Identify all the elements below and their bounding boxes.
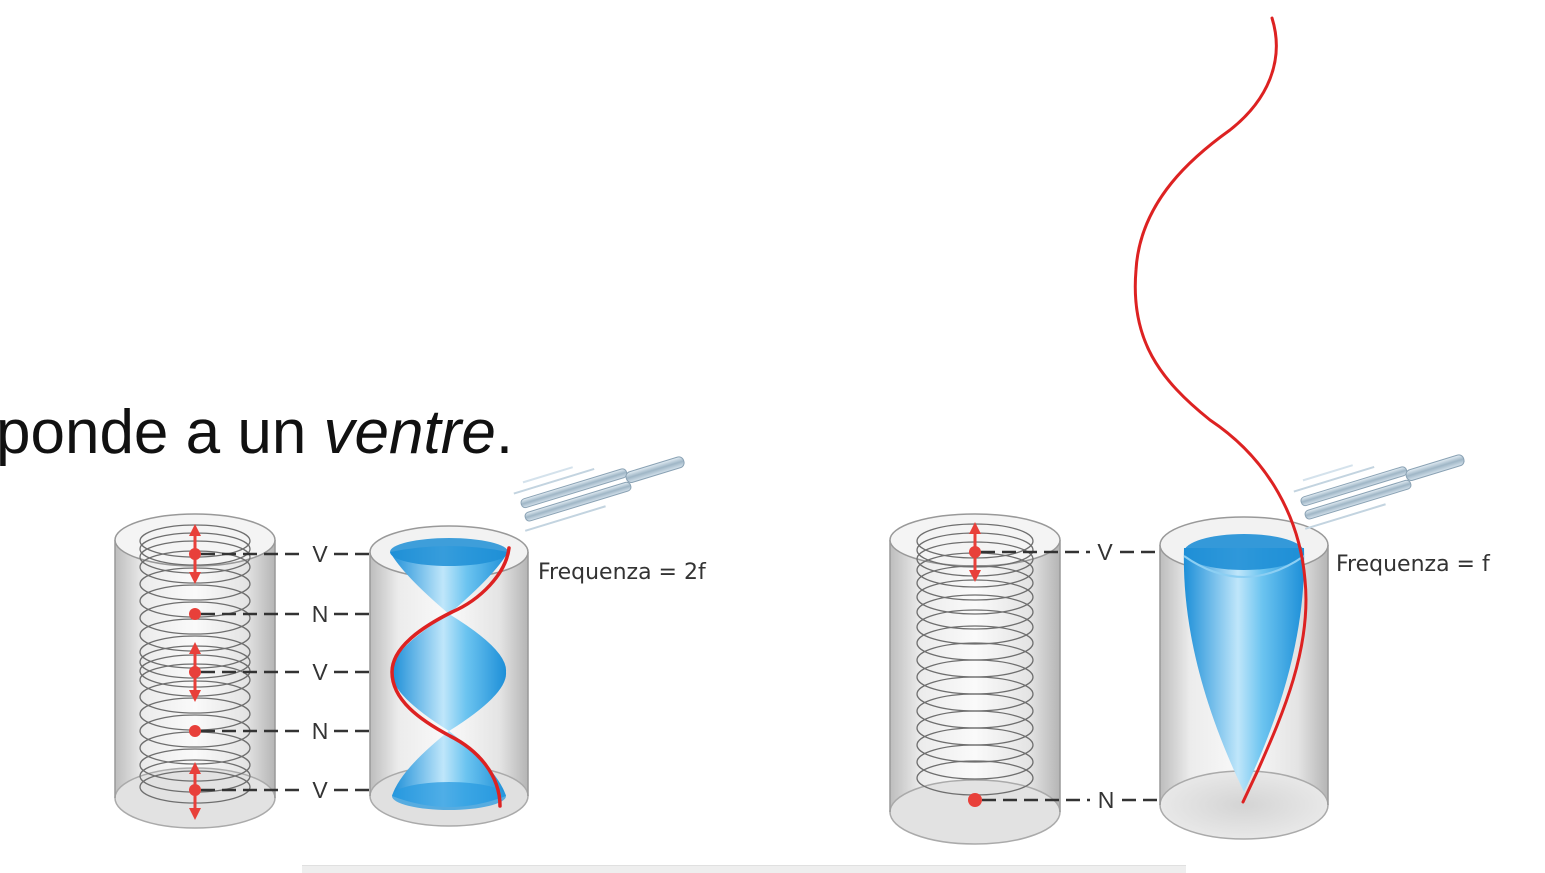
antinode-dot (189, 784, 201, 796)
node-dot (189, 608, 201, 620)
air-column-tube-right (1159, 516, 1329, 840)
antinode-dot (969, 546, 981, 558)
air-column-tube-left (369, 525, 529, 827)
antinode-dot (189, 548, 201, 560)
annotation-curve (390, 546, 511, 808)
left-figure: V N V N V Frequ (114, 456, 707, 829)
antinode-dot (189, 666, 201, 678)
heading-prefix: ponde a un (0, 398, 324, 467)
heading-suffix: . (495, 398, 514, 467)
bottom-bar (302, 865, 1186, 873)
right-figure: V N Frequenza = f (889, 16, 1491, 845)
node-label: V (312, 541, 328, 567)
node-label: N (1098, 787, 1115, 813)
node-label: V (312, 659, 328, 685)
wave-segment (391, 614, 507, 731)
frequency-label: Frequenza = f (1336, 552, 1491, 577)
wave-segment (1183, 548, 1305, 792)
node-label: N (312, 601, 329, 627)
heading-text: ponde a un ventre. (0, 402, 513, 464)
node-label: V (312, 777, 328, 803)
tuning-fork-icon (513, 456, 685, 532)
annotation-curve (1133, 16, 1308, 804)
spring-tube-right (889, 513, 1061, 845)
frequency-label: Frequenza = 2f (538, 560, 707, 585)
node-label: V (1097, 539, 1113, 565)
heading-italic-word: ventre (323, 398, 496, 467)
tuning-fork-icon (1293, 454, 1465, 530)
node-label: N (312, 718, 329, 744)
node-dot (968, 793, 982, 807)
spring-tube-left (114, 513, 276, 829)
node-dot (189, 725, 201, 737)
